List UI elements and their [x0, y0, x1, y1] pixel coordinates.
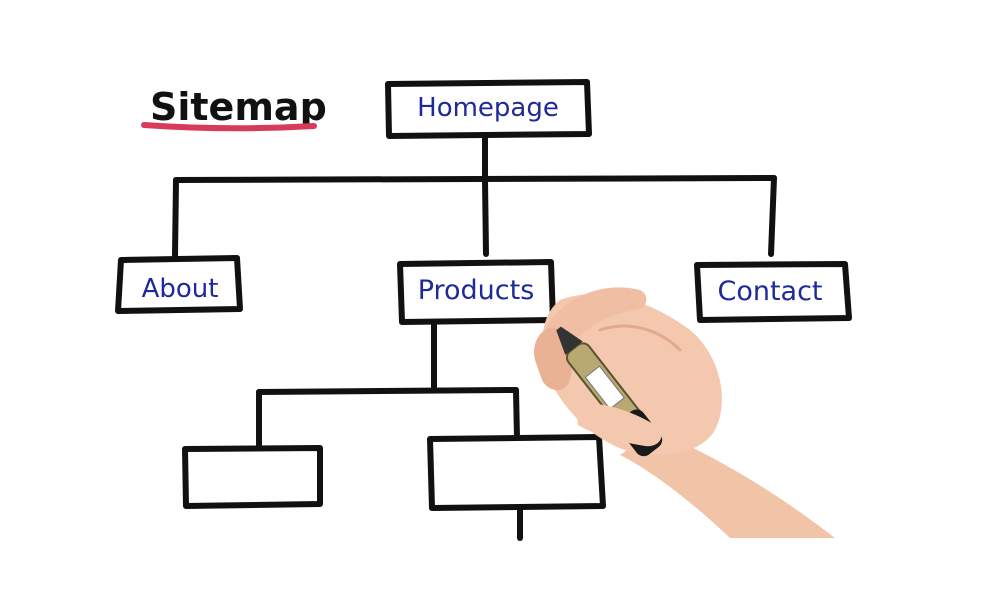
marker-label — [584, 365, 625, 410]
node-box-homepage — [385, 79, 592, 139]
node-label-homepage: Homepage — [417, 93, 559, 123]
connector-to-about — [172, 177, 179, 259]
knuckle-shadow — [598, 324, 682, 352]
node-box-contact — [694, 261, 852, 323]
connector-level2-horizontal — [256, 387, 519, 395]
connector-lines — [172, 133, 777, 541]
node-label-products: Products — [418, 275, 535, 306]
node-box-product-child-1 — [182, 445, 323, 509]
node-label-about: About — [142, 274, 219, 304]
connector-to-child-2 — [513, 387, 520, 441]
connector-to-contact — [768, 175, 777, 257]
connector-level1-horizontal — [173, 175, 777, 183]
diagram-title: Sitemap — [150, 85, 327, 129]
connector-to-products — [482, 177, 489, 257]
node-label-contact: Contact — [717, 276, 822, 307]
fingers-front — [575, 403, 662, 447]
hand-with-marker — [534, 287, 835, 538]
node-box-about — [115, 255, 243, 314]
forearm — [620, 430, 835, 538]
marker-tip — [556, 326, 583, 355]
title-underline — [141, 122, 317, 132]
node-box-product-child-2 — [427, 434, 606, 511]
